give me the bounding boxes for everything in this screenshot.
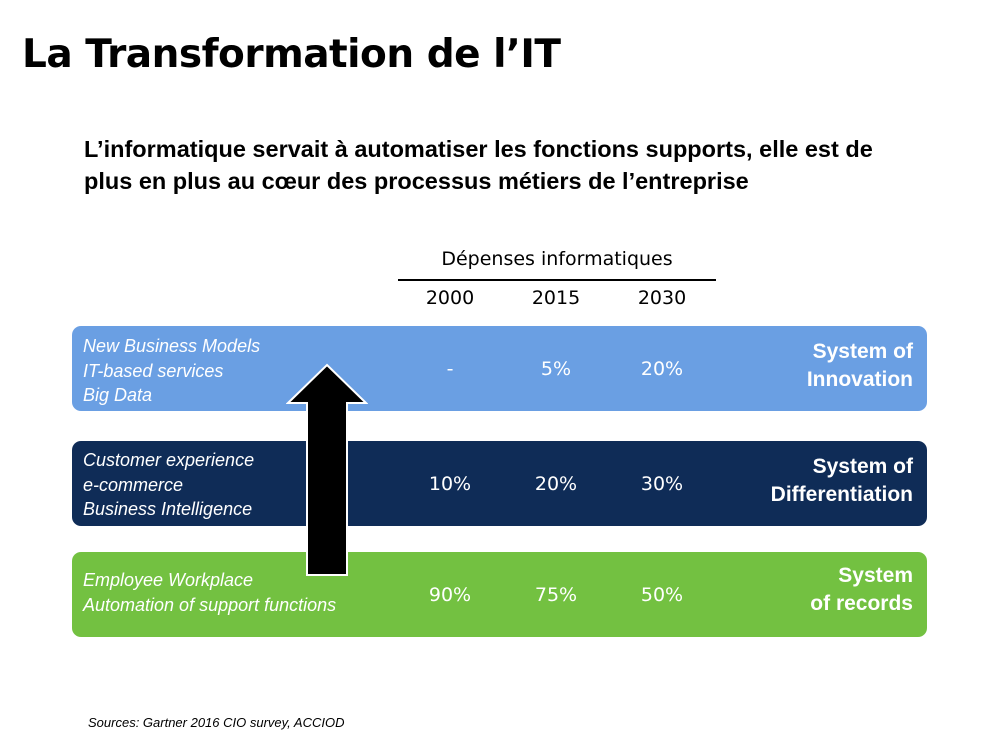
band-item: Customer experience [83, 450, 255, 470]
band-item: Business Intelligence [83, 499, 253, 519]
band-system-of-innovation: New Business Models IT-based services Bi… [72, 326, 927, 411]
up-arrow-icon [286, 363, 368, 576]
band-items: New Business Models IT-based services Bi… [83, 334, 260, 408]
spend-header: Dépenses informatiques [441, 248, 673, 270]
source-note: Sources: Gartner 2016 CIO survey, ACCIOD [88, 715, 345, 730]
subtitle-line: L’informatique servait à automatiser les… [84, 136, 873, 162]
system-label: System of Differentiation [771, 453, 913, 509]
spend-header-rule [398, 279, 716, 281]
system-label-line: System [838, 564, 913, 587]
year-2000: 2000 [425, 287, 475, 309]
subtitle-line: plus en plus au cœur des processus métie… [84, 168, 749, 194]
slide-subtitle: L’informatique servait à automatiser les… [84, 133, 984, 197]
band-item: New Business Models [83, 336, 261, 356]
band-item: Automation of support functions [83, 594, 337, 615]
band-item: Big Data [83, 385, 153, 405]
value-2000: 90% [428, 584, 472, 606]
value-2000: - [446, 358, 454, 380]
year-2030: 2030 [637, 287, 687, 309]
value-2000: 10% [428, 473, 472, 495]
band-items: Employee Workplace Automation of support… [83, 568, 336, 617]
value-2030: 20% [640, 358, 684, 380]
system-label-line: System of [812, 340, 913, 363]
system-label: System of records [810, 562, 913, 618]
value-2030: 50% [640, 584, 684, 606]
band-system-of-records: Employee Workplace Automation of support… [72, 552, 927, 637]
system-label: System of Innovation [807, 338, 913, 394]
band-item: Employee Workplace [83, 570, 254, 590]
value-2015: 75% [534, 584, 578, 606]
value-2015: 20% [534, 473, 578, 495]
band-system-of-differentiation: Customer experience e-commerce Business … [72, 441, 927, 526]
slide-title: La Transformation de l’IT [22, 32, 561, 77]
band-items: Customer experience e-commerce Business … [83, 448, 254, 522]
value-2015: 5% [540, 358, 572, 380]
system-label-line: Innovation [806, 368, 913, 391]
system-label-line: of records [810, 592, 913, 615]
system-label-line: System of [812, 455, 913, 478]
band-item: IT-based services [83, 360, 224, 381]
band-item: e-commerce [83, 474, 184, 495]
system-label-line: Differentiation [770, 483, 913, 506]
year-2015: 2015 [531, 287, 581, 309]
value-2030: 30% [640, 473, 684, 495]
